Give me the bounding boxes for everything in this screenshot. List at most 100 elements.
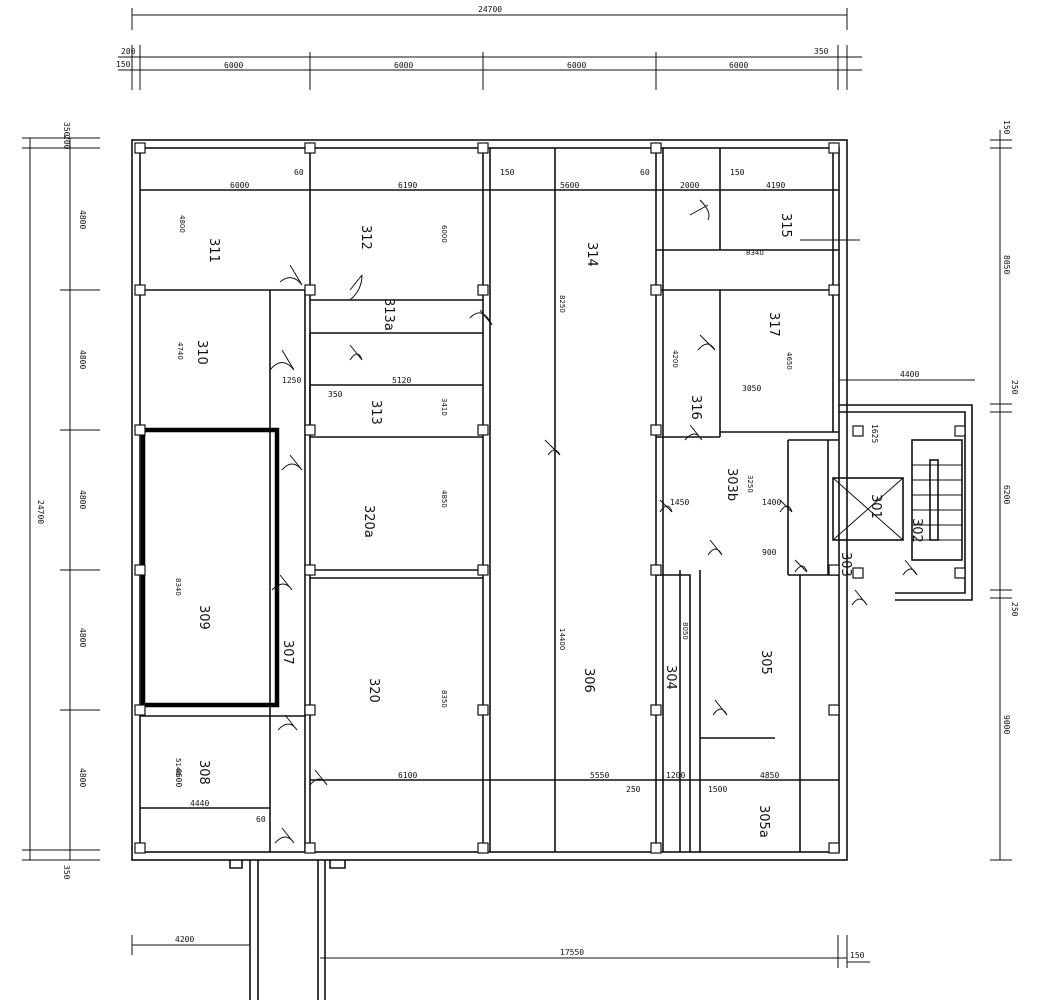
room-316: 316	[688, 395, 703, 420]
room-311: 311	[206, 238, 221, 263]
room-305a: 305a	[756, 805, 771, 838]
room-305: 305	[758, 650, 773, 675]
room-303: 303	[838, 552, 853, 577]
dim-1625: 1625	[870, 424, 879, 443]
dim-row1-a: 6000	[230, 181, 249, 190]
top-bay-2: 6000	[394, 61, 413, 70]
left-bay-1: 4800	[78, 210, 87, 229]
right-dim-9000: 9000	[1002, 715, 1011, 734]
left-total-dim: 24700	[36, 500, 45, 524]
dim-1450: 1450	[670, 498, 689, 507]
dim-5120: 5120	[392, 376, 411, 385]
room-306-dim: 14400	[558, 628, 566, 650]
room-308: 308	[196, 760, 211, 785]
elevator-shaft	[832, 477, 904, 541]
room-320-dim: 8350	[440, 690, 448, 708]
room-314: 314	[584, 242, 599, 267]
dim-4850: 4850	[760, 771, 779, 780]
top-bay-4: 6000	[729, 61, 748, 70]
dim-top-150b: 150	[730, 168, 745, 177]
dim-350: 350	[328, 390, 343, 399]
columns	[134, 142, 966, 854]
top-dim-150: 150	[116, 60, 131, 69]
room-309: 309	[196, 605, 211, 630]
dim-row1-c: 5600	[560, 181, 579, 190]
room-320: 320	[366, 678, 381, 703]
dim-5550: 5550	[590, 771, 609, 780]
top-total-dim: 24700	[478, 5, 502, 14]
left-bay-5: 4800	[78, 768, 87, 787]
top-bay-3: 6000	[567, 61, 586, 70]
bottom-dimensions: 4200 17550 150	[131, 935, 870, 968]
dim-row1-d: 2000	[680, 181, 699, 190]
room-320a-dim: 4850	[440, 490, 448, 508]
room-306: 306	[581, 668, 596, 693]
room-302: 302	[909, 518, 924, 543]
dim-250: 250	[626, 785, 641, 794]
room-301: 301	[868, 494, 883, 519]
top-dimensions: 24700 200 150 350 6000 6000 6000 6000	[116, 5, 862, 90]
room-317: 317	[766, 312, 781, 337]
dim-1500: 1500	[708, 785, 727, 794]
left-bay-2: 4800	[78, 350, 87, 369]
room-310: 310	[194, 340, 209, 365]
room-309-dim: 8340	[174, 578, 182, 596]
right-dim-6200: 6200	[1002, 485, 1011, 504]
dim-top-60a: 60	[294, 168, 304, 177]
dim-4440: 4440	[190, 799, 209, 808]
dim-row1-b: 6190	[398, 181, 417, 190]
room-315: 315	[778, 213, 793, 238]
right-dim-150: 150	[1002, 120, 1011, 135]
dim-top-60b: 60	[640, 168, 650, 177]
room-313-dim: 3410	[440, 398, 448, 416]
room-311-dim: 4800	[178, 215, 186, 233]
left-bay-4: 4800	[78, 628, 87, 647]
room-316-dim: 4200	[671, 350, 679, 368]
left-dimensions: 24700 350 200 4800 4800 4800 4800 4800 3…	[22, 122, 100, 880]
dim-top-150a: 150	[500, 168, 515, 177]
left-dim-350: 350	[62, 122, 71, 137]
right-dimensions: 150 8050 250 6200 250 9000	[990, 120, 1019, 861]
right-dim-250b: 250	[1010, 602, 1019, 617]
highlighted-room-309	[140, 427, 280, 708]
dim-1250: 1250	[282, 376, 301, 385]
left-dim-bottom-350: 350	[62, 865, 71, 880]
dim-1200: 1200	[666, 771, 685, 780]
room-315-dim: 8340	[746, 249, 764, 257]
dim-3050: 3050	[742, 384, 761, 393]
room-313a: 313a	[381, 298, 396, 331]
right-dim-8050: 8050	[1002, 255, 1011, 274]
room-314-dim: 8250	[558, 295, 566, 313]
bottom-dim-150: 150	[850, 951, 865, 960]
room-312: 312	[358, 225, 373, 250]
top-dim-200: 200	[121, 47, 136, 56]
top-bay-1: 6000	[224, 61, 243, 70]
left-bay-3: 4800	[78, 490, 87, 509]
room-320a: 320a	[361, 505, 376, 538]
room-312-dim: 6000	[440, 225, 448, 243]
stair-flight	[911, 439, 963, 561]
room-307: 307	[280, 640, 295, 665]
dim-6100: 6100	[398, 771, 417, 780]
room-304: 304	[663, 665, 678, 690]
bottom-dim-17550: 17550	[560, 948, 584, 957]
right-dim-250a: 250	[1010, 380, 1019, 395]
bottom-dim-4200: 4200	[175, 935, 194, 944]
dim-4600: 4600	[174, 768, 183, 787]
room-labels: 311 4800 312 6000 314 8250 315 8340 310 …	[174, 213, 924, 838]
room-303b: 303b	[724, 468, 739, 501]
room-308-dim: 5140	[174, 758, 182, 776]
dim-4400: 4400	[900, 370, 919, 379]
room-313: 313	[368, 400, 383, 425]
dim-row1-e: 4190	[766, 181, 785, 190]
inner-dimensions: 6000 6190 5600 2000 4190 60 150 60 150 4…	[174, 168, 919, 824]
room-317-dim: 4650	[785, 352, 793, 370]
room-310-dim: 4740	[176, 342, 184, 360]
door-swings	[269, 199, 918, 844]
left-dim-200: 200	[62, 135, 71, 150]
dim-1400: 1400	[762, 498, 781, 507]
dim-900: 900	[762, 548, 777, 557]
top-dim-350: 350	[814, 47, 829, 56]
room-303b-dim: 3250	[746, 475, 754, 493]
